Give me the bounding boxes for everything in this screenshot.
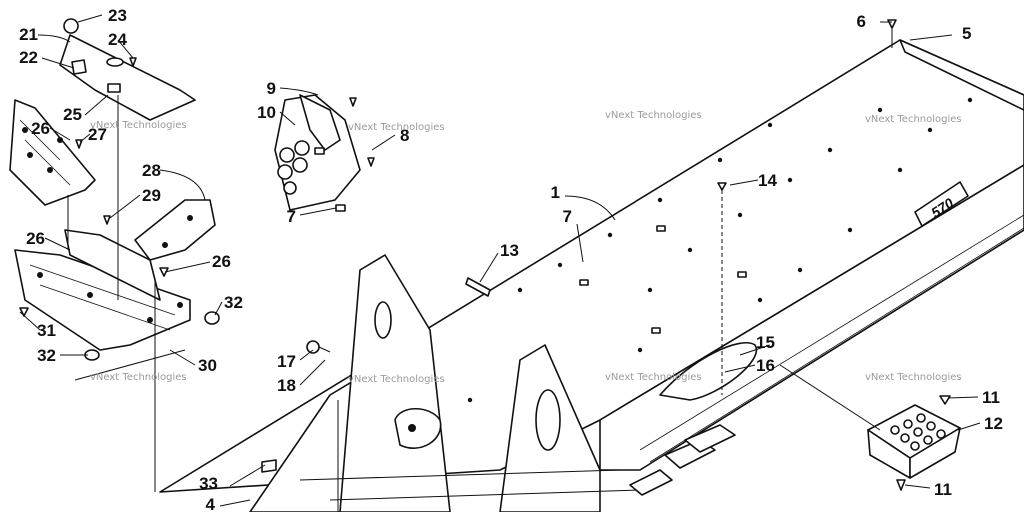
callout-7-upper: 7	[563, 207, 572, 226]
watermark-1: vNext Technologies	[90, 120, 187, 131]
callout-11-lower: 11	[934, 480, 952, 499]
watermark-3: vNext Technologies	[605, 110, 702, 121]
callout-26-middle: 26	[26, 229, 45, 248]
callout-33: 33	[199, 474, 218, 493]
step-plate-assembly	[867, 404, 961, 479]
lower-plate-assembly	[14, 199, 220, 361]
tunnel-assembly: 570	[159, 39, 1024, 512]
callout-32-right: 32	[224, 293, 243, 312]
callout-9: 9	[267, 79, 276, 98]
model-badge	[914, 181, 969, 227]
callout-26-upper: 26	[31, 119, 50, 138]
watermark-5: vNext Technologies	[90, 372, 187, 383]
callout-18: 18	[277, 376, 296, 395]
upper-cover-assembly	[59, 18, 196, 121]
tunnel-rear-flange	[899, 39, 1024, 111]
watermarks: vNext Technologies vNext Technologies vN…	[90, 110, 962, 385]
bolt-13	[465, 277, 491, 297]
callout-15: 15	[756, 333, 775, 352]
bracket-28	[134, 199, 216, 261]
callout-29: 29	[142, 186, 161, 205]
hardware	[19, 19, 951, 491]
callout-21: 21	[19, 25, 38, 44]
deck-holes	[467, 97, 973, 403]
callout-1: 1	[551, 183, 560, 202]
watermark-2: vNext Technologies	[348, 122, 445, 133]
callout-5: 5	[962, 24, 971, 43]
callout-8: 8	[400, 126, 409, 145]
callout-12: 12	[984, 414, 1003, 433]
callout-7-lower: 7	[287, 207, 296, 226]
mount-plate	[394, 407, 442, 449]
callout-25: 25	[63, 105, 82, 124]
left-bracket	[9, 99, 96, 206]
watermark-7: vNext Technologies	[605, 372, 702, 383]
callout-labels: 1 4 5 6 7 7 8 9 10 11 11 12 13 14 15 16 …	[19, 6, 1003, 512]
callout-32-left: 32	[37, 346, 56, 365]
callout-16: 16	[756, 356, 775, 375]
callout-31: 31	[37, 321, 56, 340]
callout-26-right: 26	[212, 252, 231, 271]
callout-11-upper: 11	[982, 388, 1000, 407]
heat-shield-assembly	[274, 94, 361, 212]
callout-24: 24	[108, 30, 127, 49]
deck-cutout	[659, 342, 758, 401]
knob-part	[63, 18, 79, 34]
callout-10: 10	[257, 103, 276, 122]
callout-28: 28	[142, 161, 161, 180]
callout-13: 13	[500, 241, 519, 260]
watermark-8: vNext Technologies	[865, 372, 962, 383]
callout-30: 30	[198, 356, 217, 375]
callout-23: 23	[108, 6, 127, 25]
callout-6: 6	[857, 12, 866, 31]
watermark-6: vNext Technologies	[348, 374, 445, 385]
watermark-4: vNext Technologies	[865, 114, 962, 125]
callout-22: 22	[19, 48, 38, 67]
callout-4: 4	[206, 495, 216, 512]
leader-lines	[19, 14, 981, 512]
callout-27: 27	[88, 125, 107, 144]
step-plate-holes	[890, 413, 946, 451]
callout-14: 14	[758, 171, 777, 190]
callout-17: 17	[277, 352, 296, 371]
